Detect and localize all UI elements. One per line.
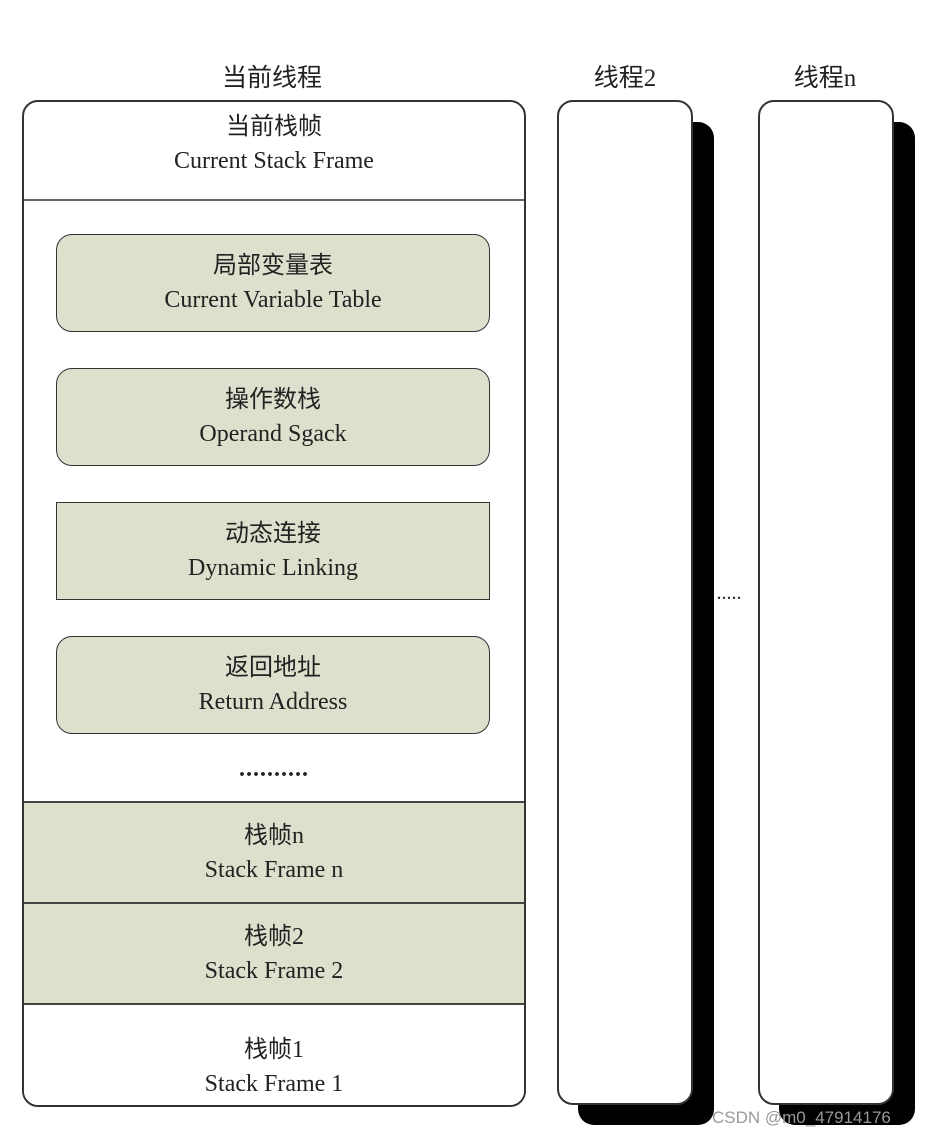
operand-stack: 操作数栈 Operand Sgack xyxy=(56,368,490,466)
thread2-box xyxy=(557,100,693,1105)
stack-frame-n: 栈帧n Stack Frame n xyxy=(24,801,524,902)
component-zh: 局部变量表 xyxy=(213,253,333,279)
stack-frame-2: 栈帧2 Stack Frame 2 xyxy=(24,902,524,1003)
component-en: Dynamic Linking xyxy=(188,555,358,581)
current-thread-box: 当前栈帧 Current Stack Frame 局部变量表 Current V… xyxy=(22,100,526,1107)
threadn-title: 线程n xyxy=(793,65,857,92)
dynamic-linking: 动态连接 Dynamic Linking xyxy=(56,502,490,600)
threads-ellipsis: ..... xyxy=(716,582,742,604)
stack-frame-1: 栈帧1 Stack Frame 1 xyxy=(24,1003,524,1105)
frame-en: Stack Frame 2 xyxy=(204,958,344,984)
component-zh: 动态连接 xyxy=(225,521,321,547)
component-en: Current Variable Table xyxy=(164,287,382,313)
component-en: Return Address xyxy=(198,689,348,715)
threadn-box xyxy=(758,100,894,1105)
component-zh: 返回地址 xyxy=(225,655,321,681)
frame-en: Stack Frame 1 xyxy=(204,1071,344,1097)
frame-zh: 栈帧2 xyxy=(244,924,304,950)
current-frame-zh: 当前栈帧 xyxy=(226,114,322,140)
return-address: 返回地址 Return Address xyxy=(56,636,490,734)
local-variable-table: 局部变量表 Current Variable Table xyxy=(56,234,490,332)
frame-zh: 栈帧1 xyxy=(244,1037,304,1063)
frame-zh: 栈帧n xyxy=(244,823,304,849)
thread2-title: 线程2 xyxy=(593,65,657,92)
divider xyxy=(24,199,524,201)
current-thread-title: 当前线程 xyxy=(221,65,322,92)
current-stack-frame: 当前栈帧 Current Stack Frame xyxy=(24,110,524,178)
frame-en: Stack Frame n xyxy=(204,857,344,883)
component-zh: 操作数栈 xyxy=(225,387,321,413)
watermark: CSDN @m0_47914176 xyxy=(712,1108,891,1127)
components-ellipsis: .......... xyxy=(239,756,309,782)
component-en: Operand Sgack xyxy=(199,421,347,447)
current-frame-en: Current Stack Frame xyxy=(174,148,374,174)
